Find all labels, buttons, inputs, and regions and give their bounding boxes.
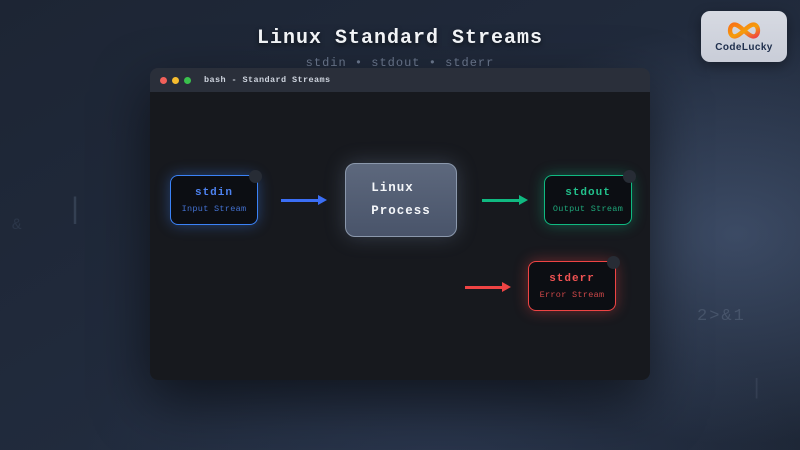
redirect-watermark: 2>&1 bbox=[697, 307, 746, 326]
stdin-description: Input Stream bbox=[181, 203, 247, 214]
fd-badge bbox=[623, 170, 636, 183]
brand-card: CodeLucky bbox=[701, 11, 787, 62]
brand-name: CodeLucky bbox=[715, 41, 773, 53]
close-button[interactable] bbox=[160, 76, 167, 84]
fd-badge bbox=[249, 170, 262, 183]
linux-process-box: Linux Process bbox=[345, 163, 457, 237]
page-subtitle: stdin • stdout • stderr bbox=[305, 56, 495, 70]
process-label-line2: Process bbox=[371, 204, 431, 218]
stdout-description: Output Stream bbox=[552, 203, 624, 214]
stderr-arrow bbox=[465, 282, 511, 291]
infinity-logo-icon bbox=[725, 21, 763, 40]
process-label-line1: Linux bbox=[371, 180, 414, 195]
fd-badge bbox=[607, 256, 620, 269]
stdin-label: stdin bbox=[194, 186, 233, 199]
stderr-box: stderr Error Stream bbox=[528, 256, 620, 311]
maximize-button[interactable] bbox=[184, 76, 191, 84]
ampersand-watermark: & bbox=[12, 216, 22, 234]
page-title: Linux Standard Streams bbox=[256, 27, 544, 50]
terminal-titlebar: bash - Standard Streams bbox=[150, 68, 650, 92]
stdout-label: stdout bbox=[565, 186, 611, 199]
pipe-watermark-right: | bbox=[750, 376, 764, 401]
stderr-label: stderr bbox=[549, 272, 595, 285]
terminal-title: bash - Standard Streams bbox=[204, 75, 331, 85]
terminal-window: bash - Standard Streams stdin Input Stre… bbox=[150, 68, 650, 380]
stdout-arrow bbox=[482, 195, 528, 204]
stderr-description: Error Stream bbox=[539, 289, 605, 300]
stdin-box: stdin Input Stream bbox=[170, 170, 262, 225]
stdin-arrow bbox=[281, 195, 327, 204]
stdout-box: stdout Output Stream bbox=[544, 170, 636, 225]
terminal-body: stdin Input Stream Linux Process stdout … bbox=[150, 92, 650, 380]
minimize-button[interactable] bbox=[172, 76, 179, 84]
pipe-watermark-left: | bbox=[66, 194, 85, 228]
